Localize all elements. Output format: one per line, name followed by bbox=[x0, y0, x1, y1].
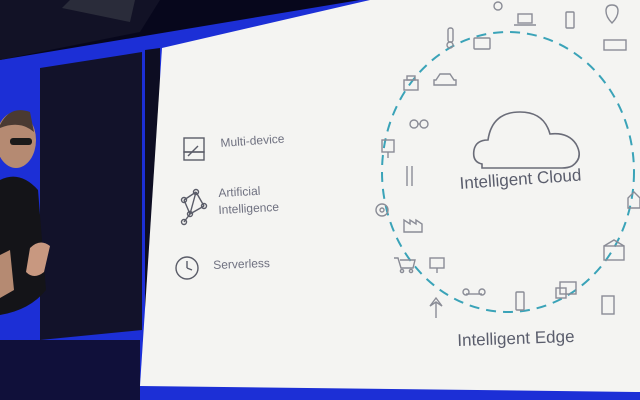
door-icon bbox=[601, 295, 615, 315]
thermometer-icon bbox=[446, 27, 454, 49]
gear-icon bbox=[375, 203, 389, 217]
clock-icon bbox=[175, 256, 199, 280]
monitor-icon bbox=[429, 257, 445, 273]
location-pin-icon bbox=[605, 4, 619, 24]
phone-icon bbox=[565, 11, 575, 29]
satellite-icon bbox=[493, 1, 503, 11]
printer-icon bbox=[403, 75, 419, 91]
car-icon bbox=[433, 73, 457, 86]
factory-icon bbox=[403, 218, 423, 233]
cart-icon bbox=[394, 257, 416, 274]
glasses-icon bbox=[409, 119, 429, 129]
neural-network-icon bbox=[180, 188, 208, 226]
camera-icon bbox=[603, 39, 627, 51]
tools-icon bbox=[406, 166, 413, 186]
building-icon bbox=[603, 239, 625, 261]
windmill-icon bbox=[429, 296, 443, 318]
feature-label-serverless: Serverless bbox=[213, 256, 271, 272]
devices-icon bbox=[555, 281, 577, 299]
robot-arm-icon bbox=[381, 139, 395, 158]
house-icon bbox=[627, 191, 640, 209]
multi-device-icon bbox=[183, 137, 205, 161]
drone-icon bbox=[462, 288, 486, 296]
feature-label-artificial: Artificial bbox=[218, 183, 261, 200]
tablet-icon bbox=[473, 37, 491, 50]
intelligent-edge-label: Intelligent Edge bbox=[457, 326, 575, 350]
laptop-icon bbox=[514, 13, 536, 26]
battery-icon bbox=[515, 291, 525, 311]
